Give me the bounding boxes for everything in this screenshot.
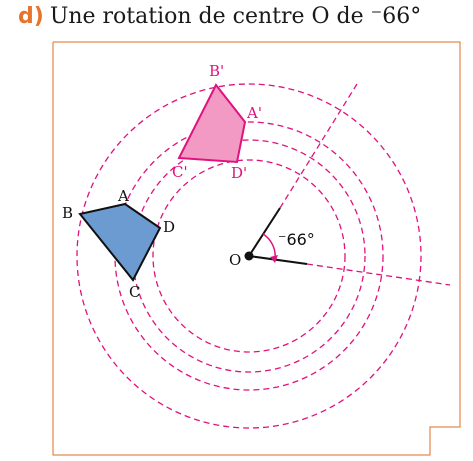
construction-circle-a xyxy=(152,159,346,353)
point-label-b: B xyxy=(62,204,73,222)
ray-extension-upper xyxy=(279,83,358,209)
point-label-b-prime: B' xyxy=(209,62,224,80)
figure-frame xyxy=(52,41,461,456)
point-label-a-prime: A' xyxy=(246,104,262,122)
point-label-c-prime: C' xyxy=(172,163,188,181)
exercise-heading: d)Une rotation de centre O de ⁻66° xyxy=(18,4,421,29)
construction-circle-b xyxy=(76,83,422,429)
exercise-letter: d) xyxy=(18,4,44,29)
quadrilateral-abcd-image xyxy=(177,83,247,164)
angle-arc xyxy=(262,233,276,260)
center-point xyxy=(244,251,254,261)
angle-arrowhead xyxy=(270,255,278,263)
ray-segment-lower xyxy=(248,255,308,265)
quadrilateral-abcd xyxy=(78,202,162,282)
point-label-c: C xyxy=(129,283,140,301)
ray-extension-lower xyxy=(306,263,451,286)
point-label-d-prime: D' xyxy=(231,164,247,182)
point-label-d: D xyxy=(163,218,175,236)
angle-label: ⁻66° xyxy=(278,230,315,249)
exercise-title: Une rotation de centre O de ⁻66° xyxy=(49,4,422,29)
ray-segment-upper xyxy=(248,207,281,257)
point-label-a: A xyxy=(117,187,129,205)
center-label: O xyxy=(229,251,241,269)
